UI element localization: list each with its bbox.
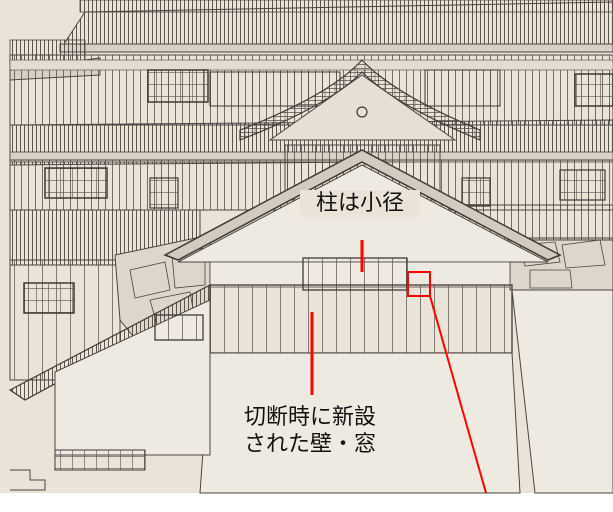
wall-annotation-line1: 切断時に新設 (243, 405, 376, 430)
wall-annotation-line2: された壁・窓 (243, 432, 376, 457)
lower-left-annex (8, 284, 211, 491)
column-annotation: 柱は小径 (300, 190, 420, 217)
board-wall (209, 284, 513, 354)
detail-leader-line (429, 295, 487, 494)
callout-marks (310, 240, 487, 494)
detail-highlight-box (407, 271, 431, 297)
upper-roof (59, 0, 613, 53)
right-slope (511, 289, 613, 494)
annex-wall (199, 257, 521, 494)
